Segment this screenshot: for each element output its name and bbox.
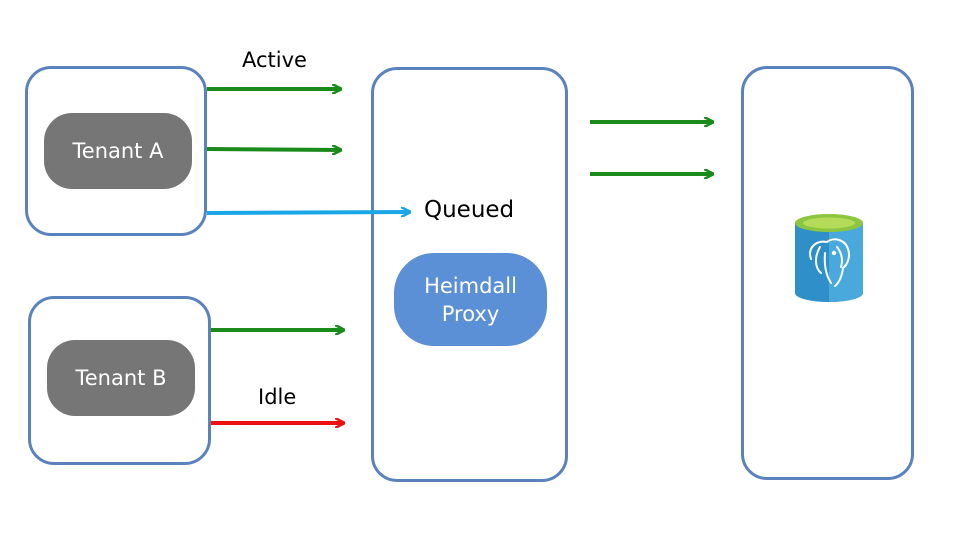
tenant-a-queued-arrow bbox=[206, 212, 410, 213]
tenant-a-active-arrow-2 bbox=[206, 149, 341, 150]
proxy-label-line2: Proxy bbox=[441, 301, 500, 326]
active-label: Active bbox=[242, 48, 307, 72]
heimdall-proxy-node: Heimdall Proxy bbox=[394, 253, 547, 346]
tenant-b-node: Tenant B bbox=[47, 340, 195, 416]
postgresql-database-icon bbox=[795, 214, 863, 302]
tenant-b-label: Tenant B bbox=[75, 366, 167, 390]
tenant-a-node: Tenant A bbox=[44, 113, 192, 189]
queued-label: Queued bbox=[424, 197, 515, 223]
tenant-a-label: Tenant A bbox=[72, 139, 164, 163]
proxy-label-line1: Heimdall bbox=[424, 273, 517, 298]
idle-label: Idle bbox=[258, 385, 297, 409]
